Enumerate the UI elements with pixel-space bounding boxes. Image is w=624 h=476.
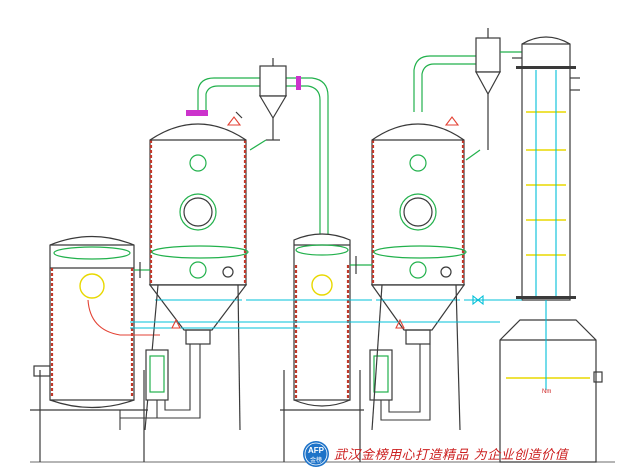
column-marker-label: Nm (542, 389, 551, 395)
pump-right (369, 344, 431, 421)
condenser-column (512, 36, 580, 301)
brand-watermark: AFP 金榜 武汉金榜用心打造精品 为企业创造价值 (302, 440, 602, 468)
brand-slogan: 武汉金榜用心打造精品 为企业创造价值 (334, 448, 569, 463)
second-effect-evaporator (370, 116, 467, 431)
svg-text:金榜: 金榜 (310, 456, 322, 464)
separator-first (249, 58, 288, 151)
process-piping (119, 256, 522, 430)
second-heater (280, 233, 364, 462)
svg-text:AFP: AFP (308, 446, 325, 455)
separator-second (465, 28, 524, 161)
first-effect-evaporator (144, 110, 249, 431)
left-condenser (30, 235, 160, 462)
afp-logo-icon: AFP 金榜 (303, 441, 329, 467)
vapor-pipe-second (413, 55, 480, 112)
pump-left (145, 344, 201, 419)
receiver-tank: Nm (499, 300, 603, 463)
